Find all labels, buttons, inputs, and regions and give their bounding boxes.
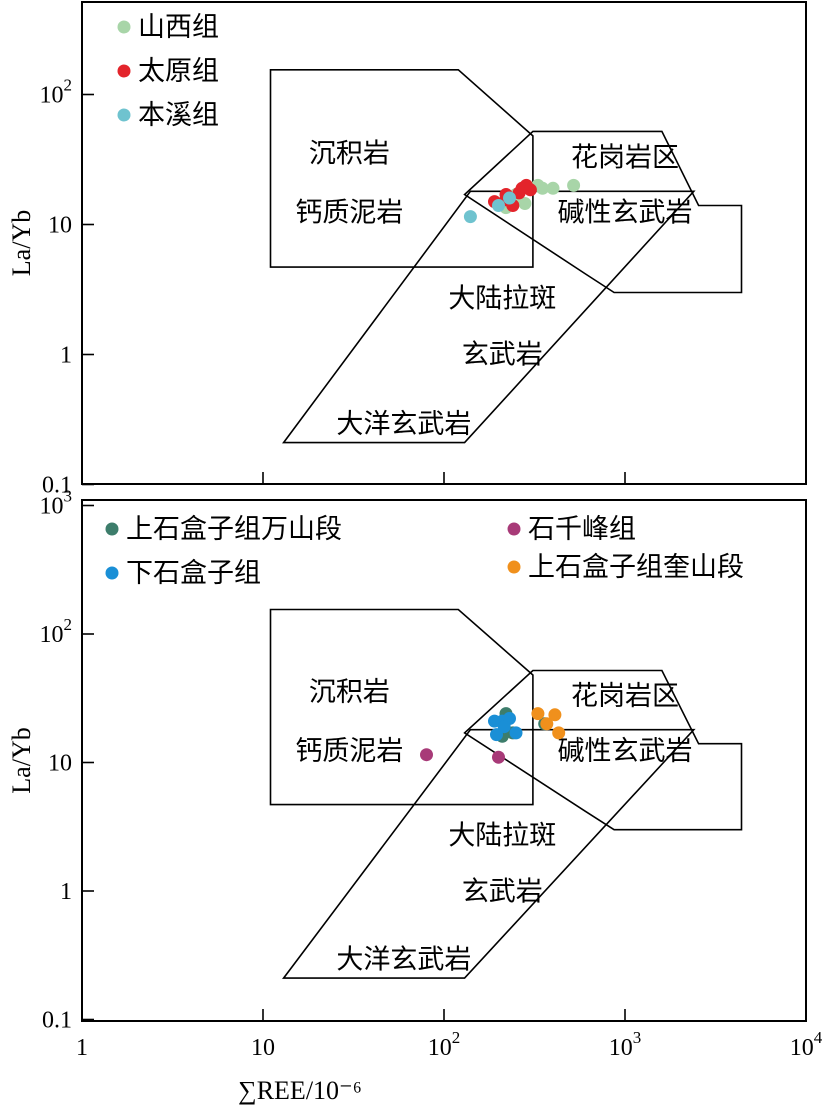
data-point (420, 748, 433, 762)
region-label: 大洋玄武岩 (336, 409, 471, 440)
data-point (518, 197, 532, 210)
data-point (509, 726, 523, 740)
legend-label: 上石盒子组万山段 (126, 514, 342, 545)
legend-label: 下石盒子组 (126, 558, 261, 589)
data-point (503, 191, 516, 205)
x-tick-label: 102 (428, 1028, 461, 1061)
legend-marker (507, 560, 521, 574)
y-tick-label: 1 (60, 343, 72, 369)
region-label: 钙质泥岩 (295, 198, 403, 229)
region-label: 碱性玄武岩 (558, 198, 693, 229)
data-point (540, 717, 554, 731)
series-2 (488, 712, 523, 742)
y-tick-label: 102 (40, 76, 73, 109)
data-point (548, 708, 562, 722)
y-tick-label: 1 (60, 879, 72, 905)
legend-label: 山西组 (138, 12, 219, 43)
y-tick-label: 103 (40, 487, 73, 520)
x-tick-label: 104 (790, 1028, 823, 1061)
x-tick-label: 1 (76, 1035, 88, 1061)
region-sediment-outline (269, 69, 534, 268)
region-label: 大陆拉斑 (448, 283, 556, 314)
region-basalt-outline (282, 190, 696, 444)
legend-marker (507, 522, 521, 536)
legend-marker (117, 20, 131, 34)
region-label: 玄武岩 (462, 877, 543, 908)
data-point (523, 183, 537, 197)
data-point (567, 178, 581, 192)
y-axis-title: La/Yb (7, 727, 36, 793)
data-point (463, 210, 477, 224)
series-3 (463, 191, 516, 224)
legend-label: 本溪组 (138, 100, 219, 131)
data-point (492, 199, 505, 212)
region-granite-outline (463, 130, 743, 294)
x-axis-title: ∑REE/10⁻⁶ (238, 1076, 362, 1105)
y-tick-label: 10 (48, 213, 72, 239)
data-point (492, 750, 505, 764)
legend-marker (105, 566, 119, 580)
region-basalt-outline (281, 728, 696, 979)
legend-label: 上石盒子组奎山段 (528, 552, 744, 583)
region-label: 沉积岩 (309, 677, 390, 708)
legend-marker (117, 64, 131, 78)
data-point (531, 707, 545, 721)
data-point (536, 181, 549, 195)
x-tick-label: 103 (609, 1028, 642, 1061)
data-point (552, 726, 566, 740)
region-label: 花岗岩区 (571, 142, 679, 173)
series-4 (531, 707, 566, 740)
legend-marker (117, 108, 131, 122)
y-tick-label: 0.1 (42, 1008, 72, 1034)
region-sediment-outline (269, 608, 534, 806)
region-label: 钙质泥岩 (295, 736, 403, 767)
y-tick-label: 0.1 (42, 473, 72, 499)
y-tick-label: 102 (40, 615, 73, 648)
region-label: 碱性玄武岩 (558, 736, 693, 767)
data-point (497, 720, 511, 734)
region-label: 玄武岩 (462, 339, 543, 370)
region-label: 大陆拉斑 (448, 821, 556, 852)
y-tick-label: 10 (48, 751, 72, 777)
x-tick-label: 10 (251, 1035, 275, 1061)
y-axis-title: La/Yb (7, 210, 36, 276)
legend-label: 石千峰组 (528, 514, 636, 545)
data-point (546, 181, 560, 195)
series-3 (420, 748, 505, 764)
legend-marker (105, 522, 119, 536)
region-label: 大洋玄武岩 (336, 944, 471, 975)
region-label: 花岗岩区 (571, 681, 679, 712)
legend-label: 太原组 (138, 56, 219, 87)
region-label: 沉积岩 (309, 138, 390, 169)
